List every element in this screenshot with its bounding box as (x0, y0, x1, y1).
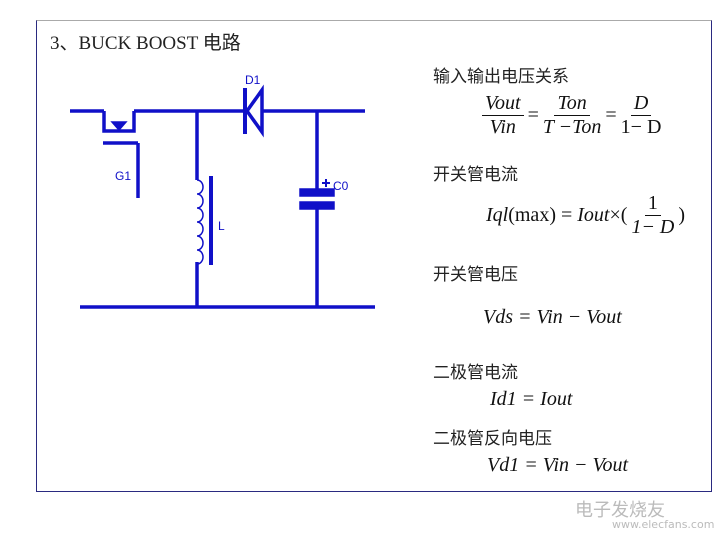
watermark-logo: 电子发烧友 (575, 500, 665, 521)
mosfet-g1 (102, 111, 140, 198)
section-label: 开关管电流 (433, 165, 518, 185)
slide-frame (36, 20, 712, 492)
equation-switch-voltage: Vds = Vin − Vout (483, 306, 622, 328)
g1-label: G1 (115, 169, 131, 183)
diode-d1 (243, 84, 264, 138)
inductor-l (195, 111, 213, 307)
equation-diode-current: Id1 = Iout (490, 388, 573, 410)
watermark-url: www.elecfans.com (612, 518, 715, 531)
section-label: 开关管电压 (433, 265, 518, 285)
section-label: 二极管反向电压 (433, 429, 552, 449)
equation-diode-reverse-voltage: Vd1 = Vin − Vout (487, 454, 629, 476)
d1-label: D1 (245, 73, 261, 87)
capacitor-c0 (299, 111, 335, 307)
c0-label: C0 (333, 179, 349, 193)
section-label: 输入输出电压关系 (433, 67, 569, 87)
section-label: 二极管电流 (433, 363, 518, 383)
l-label: L (218, 219, 225, 233)
slide-title: 3、BUCK BOOST 电路 (50, 33, 241, 54)
